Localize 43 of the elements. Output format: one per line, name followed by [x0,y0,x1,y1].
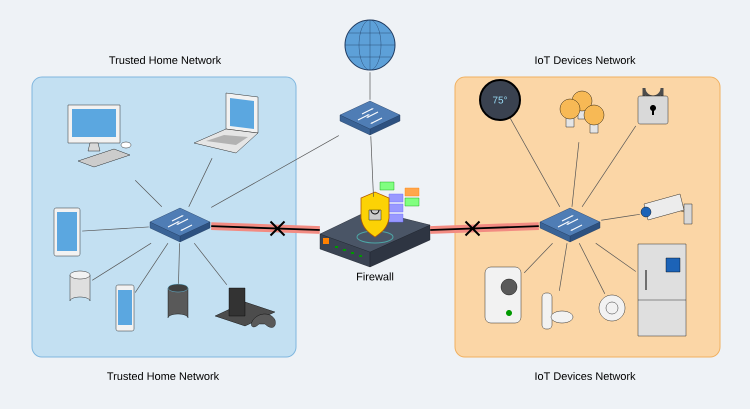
connection-line [572,142,580,208]
phone-drawing [116,284,134,332]
game-console-drawing [214,288,276,328]
switch-drawing [340,100,400,136]
blocked-connection [211,222,320,234]
blocked-connection [430,222,539,234]
connection-line [582,126,636,208]
laptop-drawing [194,92,258,154]
switch-drawing [150,208,210,242]
padlock-drawing [638,86,668,124]
connection-line [134,180,162,208]
connection-line [524,242,553,274]
connection-line [134,242,168,293]
fridge-drawing [638,244,686,336]
thermostat: 75° [479,79,521,121]
connection-line [578,242,606,294]
desktop-drawing [68,104,132,168]
connection-line [210,135,340,208]
connection-line [510,118,560,208]
connection-line [92,242,152,281]
connection-line [370,136,374,198]
connection-line [558,242,568,292]
connection-line [194,242,228,286]
connection-line [178,242,180,284]
switch-drawing [540,208,600,242]
connection-line [188,158,212,208]
doorbell-drawing [484,266,522,324]
connection-line [595,242,636,272]
zone-heading: IoT Devices Network [535,56,636,64]
light-bulbs-drawing [560,90,604,134]
globe-drawing [344,20,396,70]
smoke-detector-drawing [598,294,626,322]
sensor-drawing [542,292,574,330]
smart-speaker [168,284,188,318]
connection-line [600,214,640,221]
connection-line [82,226,150,232]
tablet-drawing [54,208,80,256]
zone-label: IoT Devices Network [535,372,636,380]
zone-heading: Trusted Home Network [109,56,222,64]
security-camera-drawing [640,194,692,224]
smart-speaker [70,270,90,302]
zone-label: Trusted Home Network [107,372,220,380]
device-label: Firewall [357,272,394,280]
